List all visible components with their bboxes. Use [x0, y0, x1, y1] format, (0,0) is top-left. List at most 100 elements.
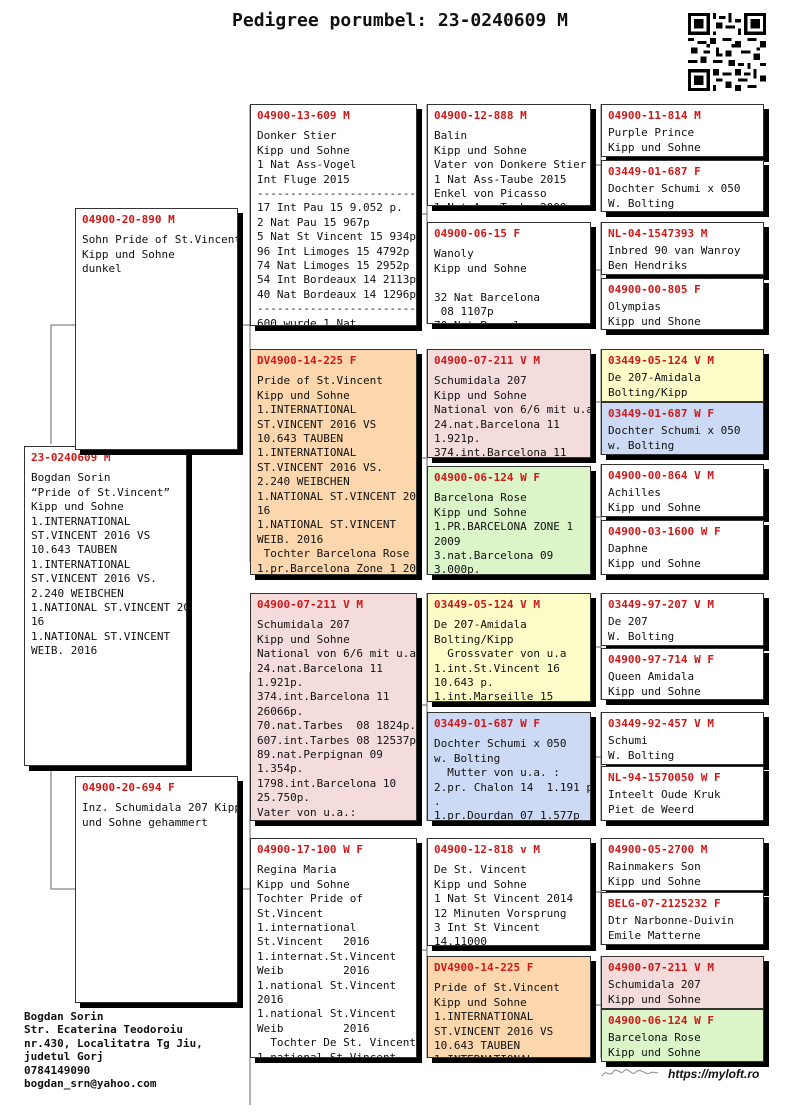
card-line: 374.int.Barcelona 11	[434, 446, 567, 458]
card-line: 2016	[257, 993, 284, 1007]
card-line: Inbred 90 van Wanroy	[608, 244, 741, 258]
card-line: dunkel	[82, 262, 122, 276]
owner-email[interactable]: bogdan_srn@yahoo.com	[24, 1077, 157, 1091]
card-line: Kipp und Sohne	[434, 143, 527, 157]
ring-number: 03449-97-207 V M	[608, 598, 714, 611]
card-line: Pride of St.Vincent	[434, 981, 560, 995]
card-line: National von 6/6 mit u.a	[434, 403, 591, 417]
ring-number: 04900-07-211 V M	[608, 961, 714, 974]
card-line: Kipp und Sohne	[434, 505, 527, 519]
ring-number: 23-0240609 M	[31, 451, 111, 464]
card-line: 1 Nat Ass-Taube 2015	[434, 172, 567, 186]
card-line: Vater von u.a.:	[257, 805, 357, 819]
card-line: 1.pr.Barcelona Zone 1 20	[257, 561, 416, 575]
page-title: Pedigree porumbel: 23-0240609 M	[232, 10, 568, 31]
card-line: Sohn Pride of St.Vincent	[82, 233, 238, 247]
card-line: 10.643 TAUBEN	[257, 432, 344, 446]
card-line	[434, 276, 584, 290]
card-line: De St. Vincent	[434, 863, 527, 877]
card-line: w. Bolting	[434, 751, 501, 765]
card-line: 25.750p.	[257, 791, 310, 805]
card-line: Kipp und Sohne	[434, 995, 527, 1009]
card-line: 1.INTERNATIONAL	[257, 446, 357, 460]
card-line: 1.international	[257, 921, 357, 935]
card-line: Kipp und Sohne	[257, 632, 350, 646]
card-line: 24.nat.Barcelona 11	[257, 661, 383, 675]
card-line: Kipp und Sohne	[608, 1045, 701, 1059]
card-line: Barcelona Rose	[434, 491, 527, 505]
card-line: 1.INTERNATIONAL	[31, 557, 131, 571]
card-line: 1 Nat Ass-Vogel	[257, 158, 357, 172]
card-line: Schumidala 207	[257, 618, 350, 632]
card-line: Kipp und Sohne	[257, 143, 350, 157]
owner-locality: nr.430, Localitatra Tg Jiu,	[24, 1036, 203, 1050]
website-link[interactable]: https://myloft.ro	[668, 1067, 760, 1081]
card-line: ST.VINCENT 2016 VS	[434, 1024, 554, 1038]
ring-number: 03449-05-124 V M	[434, 598, 540, 611]
card-line: 74 Nat Limoges 15 2952p	[257, 259, 410, 273]
card-line: 2.240 WEIBCHEN	[31, 586, 124, 600]
card-line: 70 Nat Barcelona	[434, 319, 584, 323]
card-line: Vater von Donkere Stier	[434, 158, 587, 172]
card-line: 3.000p.	[434, 563, 481, 575]
card-line: ------------------------	[257, 187, 416, 201]
card-line: Weib 2016	[257, 1021, 370, 1035]
card-line: Wanoly	[434, 247, 474, 261]
card-line: 1.pr.Dourdan 07 1.577p	[434, 809, 580, 821]
signature-logo-icon	[601, 1069, 659, 1077]
card-line: 1 Nat St Vincent 2014	[434, 892, 574, 906]
card-line: Tochter Pride of	[257, 892, 363, 906]
card-line: 1.921p.	[257, 676, 304, 690]
card-line: Emile Matterne	[608, 928, 701, 942]
card-line: 96 Int Limoges 15 4792p	[257, 244, 410, 258]
ring-number: NL-94-1570050 W F	[608, 771, 721, 784]
card-line: Mutter von u.a. :	[434, 766, 560, 780]
card-line: 3 Int St Vincent	[434, 921, 540, 935]
card-line: 40 Nat Bordeaux 14 1296p	[257, 287, 416, 301]
card-line: Kipp und Sohne	[608, 992, 701, 1006]
card-line: 1.INTERNATIONAL	[31, 514, 131, 528]
card-line: 24.nat.Barcelona 11	[434, 417, 560, 431]
card-line: Schumidala 207	[434, 374, 527, 388]
qr-code	[688, 13, 766, 91]
card-line: 2.240 WEIBCHEN	[257, 475, 350, 489]
card-line: 54 Int Bordeaux 14 2113p	[257, 273, 416, 287]
card-line: 1.national St.Vincent	[257, 1007, 397, 1021]
ring-number: 04900-05-2700 M	[608, 843, 708, 856]
card-line: Tochter Barcelona Rose	[257, 547, 410, 561]
card-line: 1.INTERNATIONAL	[434, 1053, 584, 1057]
card-line: Kipp und Sohne	[257, 877, 350, 891]
card-line: 10.643 p.	[434, 676, 494, 690]
